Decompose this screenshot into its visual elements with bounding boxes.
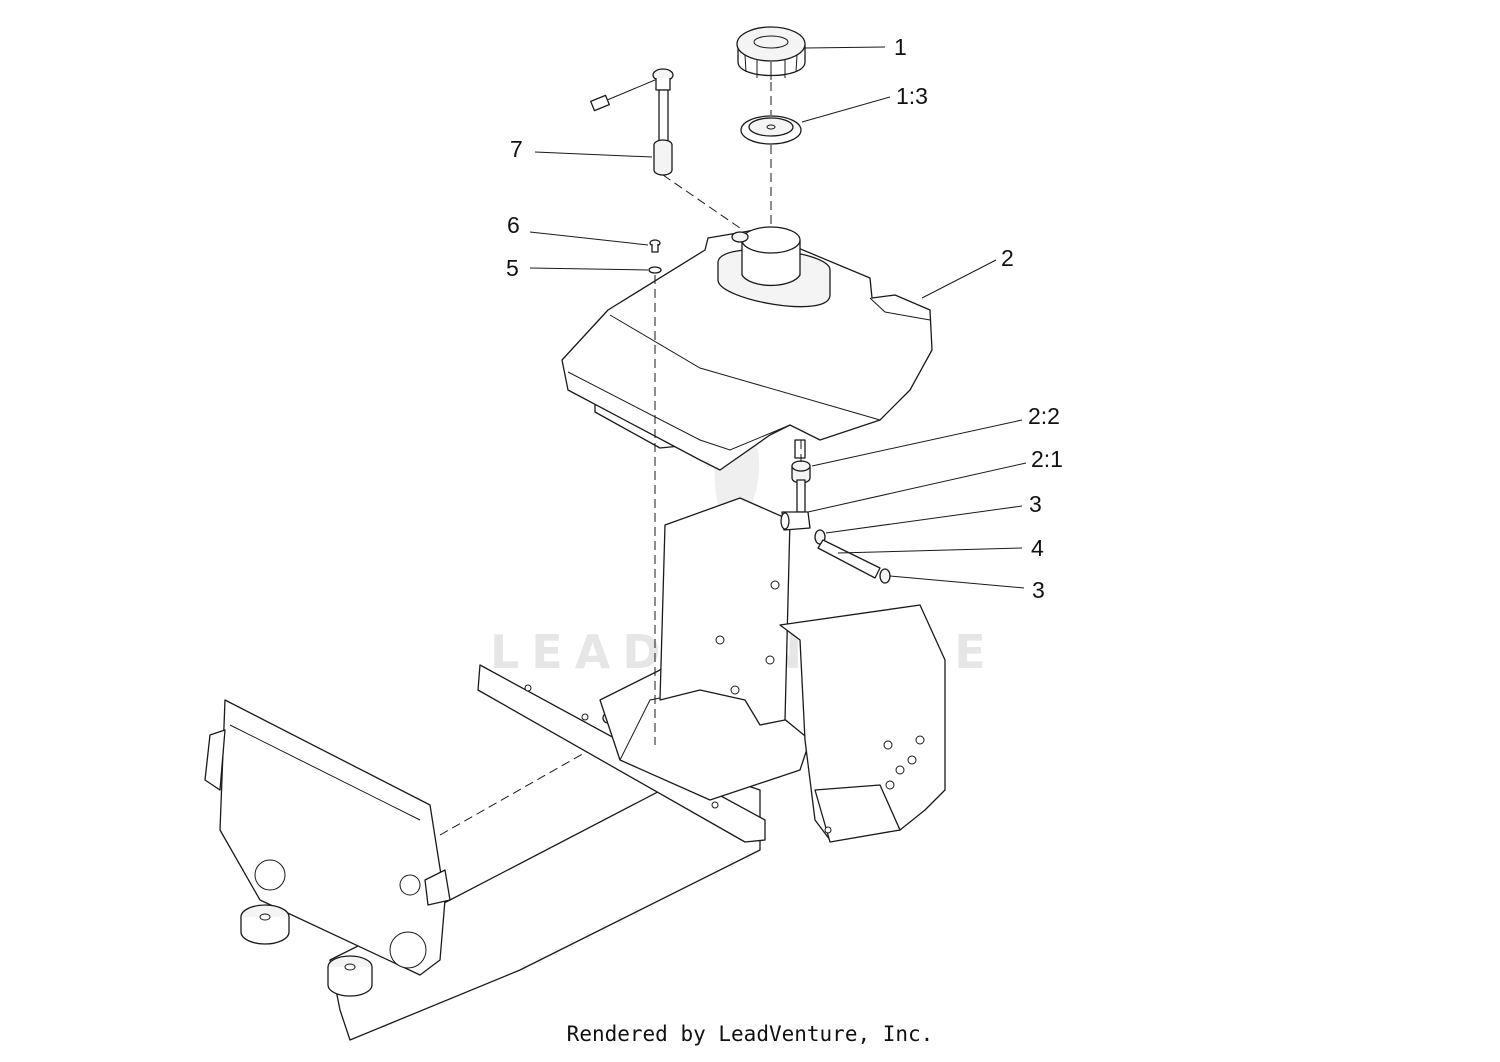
fuel-hose-4	[817, 539, 881, 579]
fuel-tank	[561, 226, 933, 471]
footer-credit: Rendered by LeadVenture, Inc.	[566, 1022, 934, 1046]
frame-lower-left	[329, 769, 761, 1041]
callout-3-lower: 3	[1032, 577, 1045, 603]
fuel-cap-gasket	[740, 115, 802, 145]
callout-4: 4	[1031, 535, 1044, 561]
callout-1: 1	[894, 34, 907, 60]
fitting-2-1	[780, 479, 811, 531]
callout-7: 7	[510, 136, 523, 162]
fuel-sender	[590, 68, 674, 176]
grommet-2-2	[791, 460, 811, 484]
assembly-lines	[654, 82, 802, 745]
hose-clamp-3-lower	[879, 568, 891, 584]
callout-leaders	[529, 46, 1027, 589]
caster-mount-right	[327, 955, 373, 997]
callout-2-1: 2:1	[1031, 446, 1063, 472]
frame-assembly	[204, 497, 946, 1041]
callout-5: 5	[506, 255, 519, 281]
callout-3-upper: 3	[1029, 491, 1042, 517]
callout-2: 2	[1001, 245, 1014, 271]
fuel-cap	[736, 26, 806, 80]
callout-labels: 1 1:3 7 6 5 2 2:2 2:1 3 4 3	[506, 34, 1063, 603]
fuel-tank-filler-neck	[717, 226, 831, 308]
washer-5	[648, 266, 662, 274]
callout-1-3: 1:3	[896, 83, 928, 109]
callout-6: 6	[507, 212, 520, 238]
callout-2-2: 2:2	[1028, 403, 1060, 429]
caster-mount-left	[240, 904, 290, 945]
frame-center-tower	[659, 497, 791, 726]
screw-6	[649, 239, 661, 253]
